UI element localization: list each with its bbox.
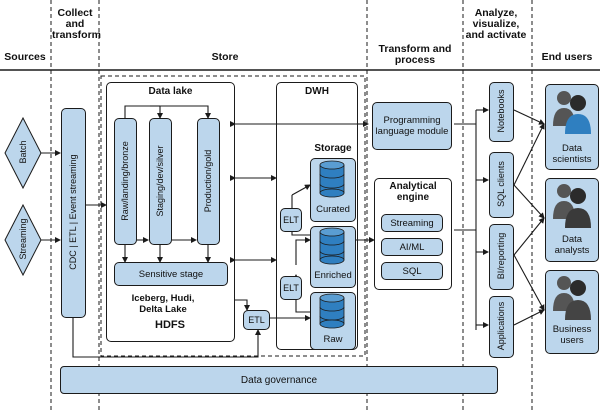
lake-hdfs: HDFS: [155, 319, 185, 331]
collect-box[interactable]: [61, 108, 86, 318]
staging-zone[interactable]: [149, 118, 172, 245]
data-lake-container: [106, 82, 235, 342]
production-zone[interactable]: [197, 118, 220, 245]
sensitive-stage-label: Sensitive stage: [138, 268, 204, 280]
dwh-title: DWH: [305, 86, 329, 97]
header-collect: Collect and transform: [52, 7, 102, 41]
raw-zone[interactable]: [114, 118, 137, 245]
storage-title: Storage: [314, 143, 352, 154]
bi-reporting-box[interactable]: [489, 224, 514, 290]
notebooks-box[interactable]: [489, 82, 514, 142]
etl-label: ETL: [248, 315, 265, 325]
data-lake-title: Data lake: [148, 86, 193, 97]
enriched-label: Enriched: [314, 270, 352, 281]
header-store: Store: [211, 51, 239, 63]
elt-top-box[interactable]: ELT: [280, 208, 302, 232]
lake-formats: Iceberg, Hudi, Delta Lake: [131, 293, 195, 315]
data-scientists-label: Data scientists: [552, 143, 592, 165]
engine-sql[interactable]: SQL: [381, 262, 443, 280]
header-analyze: Analyze, visualize, and activate: [465, 7, 527, 41]
engine-aiml-label: AI/ML: [399, 241, 425, 253]
sql-clients-box[interactable]: [489, 152, 514, 218]
business-users-label: Business users: [552, 324, 592, 346]
header-transform: Transform and process: [378, 43, 452, 66]
engine-aiml[interactable]: AI/ML: [381, 238, 443, 256]
curated-label: Curated: [316, 204, 350, 215]
programming-module[interactable]: Programming language module: [372, 102, 452, 150]
elt-top-label: ELT: [283, 215, 299, 225]
raw-label: Raw: [323, 334, 343, 345]
elt-bottom-label: ELT: [283, 283, 299, 293]
database-icon-enriched: [319, 227, 345, 265]
database-icon-curated: [319, 160, 345, 198]
programming-module-label: Programming language module: [375, 115, 449, 137]
elt-bottom-box[interactable]: ELT: [280, 276, 302, 300]
data-governance-bar[interactable]: Data governance: [60, 366, 498, 394]
engine-streaming-label: Streaming: [390, 217, 434, 229]
sensitive-stage[interactable]: Sensitive stage: [114, 262, 228, 286]
people-icon-scientists: [553, 91, 591, 134]
database-icon-raw: [319, 293, 345, 329]
data-governance-label: Data governance: [240, 374, 318, 386]
engine-sql-label: SQL: [402, 265, 422, 277]
etl-box[interactable]: ETL: [243, 310, 270, 330]
header-sources: Sources: [4, 51, 46, 63]
engine-streaming[interactable]: Streaming: [381, 214, 443, 232]
header-end-users: End users: [541, 51, 593, 63]
applications-box[interactable]: [489, 296, 514, 358]
data-analysts-label: Data analysts: [554, 234, 590, 256]
people-icon-analysts: [553, 184, 591, 228]
people-icon-business: [553, 276, 591, 320]
analytical-engine-title: Analytical engine: [389, 181, 437, 203]
